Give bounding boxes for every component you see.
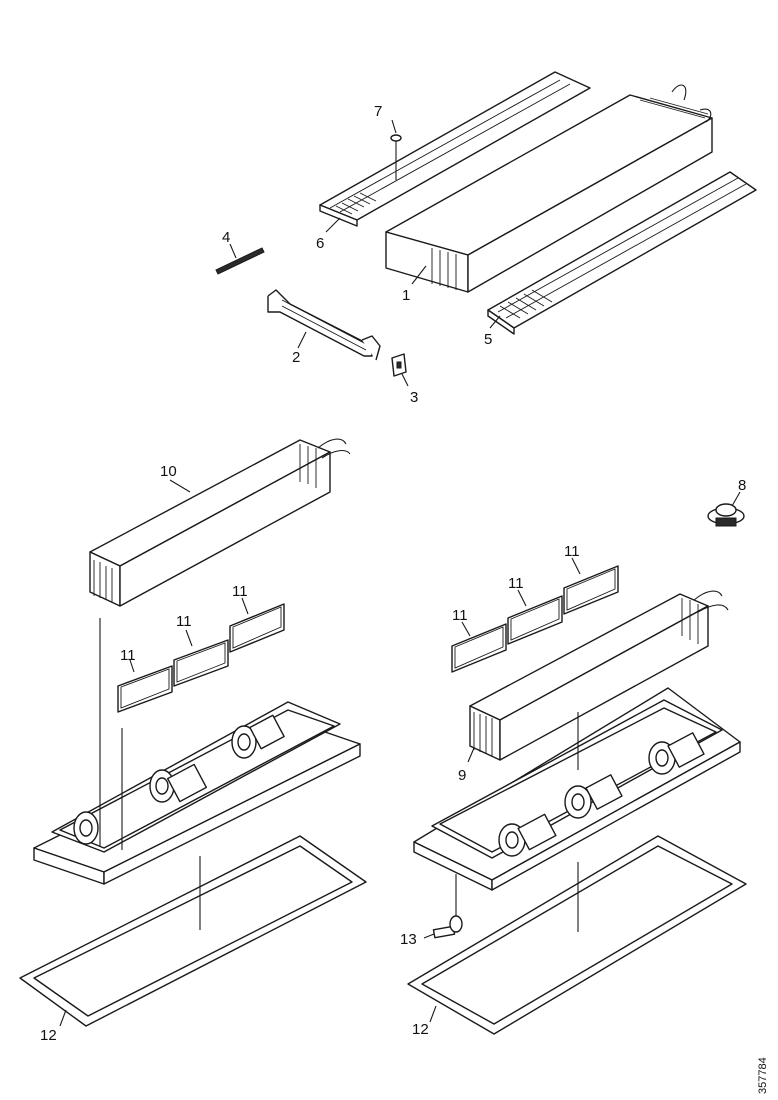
callout-11a: 11 xyxy=(120,647,136,664)
left-fan-1 xyxy=(73,811,99,845)
callout-11d: 11 xyxy=(452,607,468,624)
part-11-filter-left-2 xyxy=(173,639,229,687)
part-12-gasket-right xyxy=(407,835,747,1035)
callout-6: 6 xyxy=(316,235,324,252)
callout-11f: 11 xyxy=(564,543,580,560)
part-10-coil xyxy=(89,438,351,607)
callout-leaders xyxy=(59,119,741,1027)
callout-12b: 12 xyxy=(412,1021,429,1038)
left-fan-3 xyxy=(231,714,285,759)
part-9-coil xyxy=(469,590,729,761)
callout-5: 5 xyxy=(484,331,492,348)
callout-3: 3 xyxy=(410,389,418,406)
part-4-rod xyxy=(215,247,265,275)
part-6-side-rail xyxy=(319,71,591,227)
callout-11b: 11 xyxy=(176,613,192,630)
part-11-filter-right-3 xyxy=(563,565,619,615)
left-fan-2 xyxy=(149,763,208,803)
document-number: 357784 xyxy=(757,1057,769,1094)
callout-1: 1 xyxy=(402,287,410,304)
right-fan-1 xyxy=(498,813,557,857)
part-11-filter-left-3 xyxy=(229,603,285,653)
part-8-fitting xyxy=(707,503,745,527)
part-1-main-block xyxy=(385,84,713,293)
callout-12a: 12 xyxy=(40,1027,57,1044)
callout-4: 4 xyxy=(222,229,230,246)
callout-11c: 11 xyxy=(232,583,248,600)
right-base-tray xyxy=(413,687,741,891)
part-11-filter-left-1 xyxy=(117,665,173,713)
callout-10: 10 xyxy=(160,463,177,480)
part-2-bracket xyxy=(267,289,381,361)
callout-2: 2 xyxy=(292,349,300,366)
part-7-pin xyxy=(390,134,402,180)
callout-11e: 11 xyxy=(508,575,524,592)
callout-7: 7 xyxy=(374,103,382,120)
part-11-filter-right-1 xyxy=(451,623,507,673)
callout-13: 13 xyxy=(400,931,417,948)
right-fan-2 xyxy=(564,774,623,819)
part-13-fitting xyxy=(432,915,463,939)
part-12-gasket-left xyxy=(19,835,367,1027)
right-fan-3 xyxy=(648,732,705,775)
callout-9: 9 xyxy=(458,767,466,784)
part-11-filter-right-2 xyxy=(507,595,563,645)
part-5-side-rail xyxy=(487,171,757,335)
callout-8: 8 xyxy=(738,477,746,494)
part-3-clip xyxy=(391,353,407,377)
